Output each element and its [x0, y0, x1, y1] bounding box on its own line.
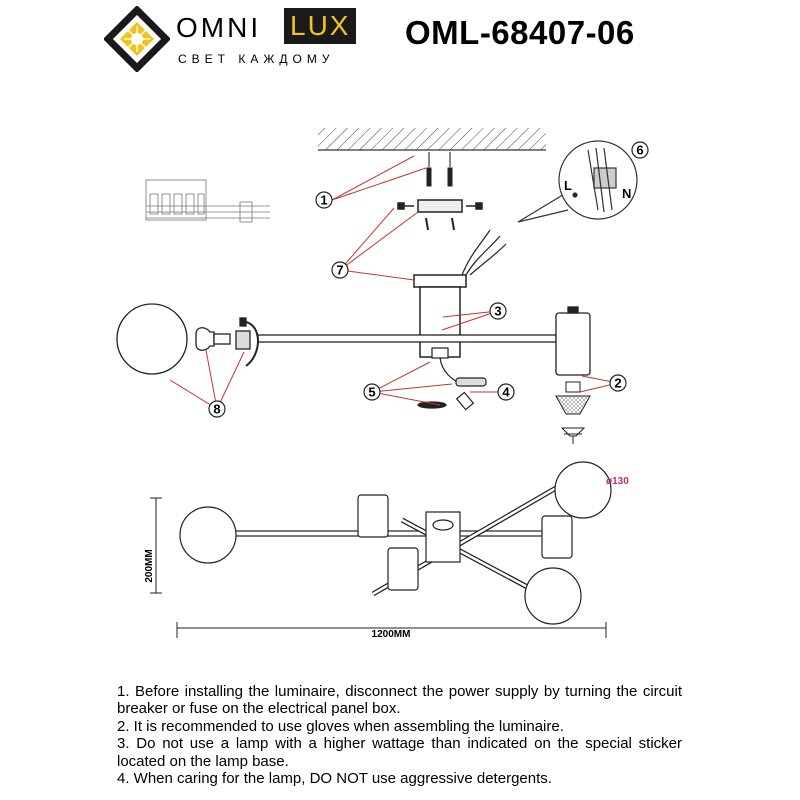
gu10-bulb	[555, 381, 591, 444]
callout-number-2: 2	[614, 376, 621, 391]
model-number: OML-68407-06	[405, 14, 635, 51]
mounting-screws	[426, 152, 453, 187]
brand-name-lux: LUX	[284, 8, 357, 44]
callout-circle-8	[208, 400, 226, 418]
callout-number-5: 5	[368, 385, 375, 400]
leader-lines	[169, 155, 619, 410]
callout-markers: 1 2 3 4 5 6 7 8	[208, 141, 649, 418]
terminal-block	[145, 179, 270, 223]
callout-circle-7	[331, 261, 349, 279]
callout-circle-3	[489, 302, 507, 320]
instruction-4: 4. When caring for the lamp, DO NOT use …	[117, 770, 552, 788]
brand-logo: OMNI LUX СВЕТ КАЖДОМУ	[104, 6, 374, 72]
canopy-cap-parts	[417, 347, 487, 411]
ceiling	[318, 128, 546, 151]
instruction-3: 3. Do not use a lamp with a higher watta…	[117, 735, 682, 770]
dim-width: 1200MM	[372, 629, 411, 640]
wiring-inset	[517, 140, 638, 223]
top-view	[179, 461, 612, 625]
brand-name-omni: OMNI	[176, 12, 262, 43]
callout-circle-6	[631, 141, 649, 159]
left-lamp-assembly	[116, 303, 259, 375]
dim-globe-diameter: ø130	[606, 476, 629, 487]
callout-number-8: 8	[213, 402, 220, 417]
arm-bar	[257, 334, 557, 343]
instructions: 1. Before installing the luminaire, disc…	[117, 683, 682, 787]
canopy	[413, 274, 467, 358]
right-cylinder-shade	[555, 306, 591, 376]
callout-number-4: 4	[502, 385, 510, 400]
callout-circle-2	[609, 374, 627, 392]
wire-label-n: N	[622, 186, 631, 201]
callout-number-6: 6	[636, 143, 643, 158]
callout-number-1: 1	[320, 193, 327, 208]
wire-label-l: L	[564, 178, 572, 193]
instruction-2: 2. It is recommended to use gloves when …	[117, 717, 564, 735]
callout-circle-1	[315, 191, 333, 209]
dim-height: 200MM	[144, 549, 155, 582]
brand-tagline: СВЕТ КАЖДОМУ	[178, 52, 335, 66]
dimension-lines	[150, 497, 607, 638]
callout-number-3: 3	[494, 304, 501, 319]
diamond-sun-icon	[104, 6, 170, 72]
instruction-1: 1. Before installing the luminaire, disc…	[117, 683, 682, 718]
supply-wires	[461, 229, 507, 276]
callout-number-7: 7	[336, 263, 343, 278]
mounting-bracket	[397, 199, 483, 231]
callout-circle-4	[497, 383, 515, 401]
callout-circle-5	[363, 383, 381, 401]
